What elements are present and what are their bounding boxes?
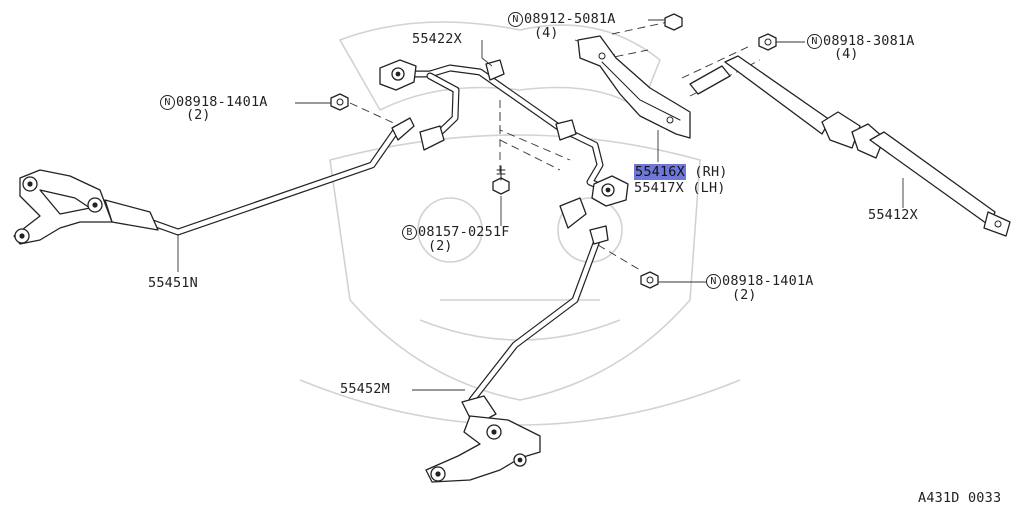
diagram-code: A431D 0033 — [918, 490, 1002, 506]
leader-lines — [177, 19, 904, 391]
nut-08918-3081A — [758, 33, 777, 51]
label-55417X: 55417X (LH) — [634, 180, 726, 196]
n-prefix-badge: N — [508, 12, 523, 27]
callout-quantity: (4) — [834, 46, 859, 62]
nut-08918-1401A-left — [330, 93, 349, 111]
watermark-emblem — [299, 21, 741, 426]
label-55416X: 55416X (RH) — [634, 164, 728, 180]
highlighted-part-55416X[interactable]: 55416X — [634, 164, 686, 180]
part-55452M-link — [425, 197, 609, 483]
part-55412X-shock-absorber — [689, 55, 1011, 237]
nut-08918-1401A-right — [640, 271, 659, 289]
label-55451N: 55451N — [148, 275, 198, 291]
callout-quantity: (2) — [732, 287, 757, 303]
callout-part-number: 08918-1401A — [722, 273, 814, 289]
n-prefix-badge: N — [807, 34, 822, 49]
part-55451N-link — [13, 117, 415, 245]
callout-quantity: (2) — [428, 238, 453, 254]
callout-part-number: 08918-1401A — [176, 94, 268, 110]
callout-part-number: 08918-3081A — [823, 33, 915, 49]
nut-08912-5081A — [664, 13, 683, 31]
callout-part-number: 08157-0251F — [418, 224, 510, 240]
n-prefix-badge: N — [706, 274, 721, 289]
b-prefix-badge: B — [402, 225, 417, 240]
callout-quantity: (2) — [186, 107, 211, 123]
part-55416X-bracket — [577, 35, 691, 139]
callout-part-number: 08912-5081A — [524, 11, 616, 27]
label-55452M: 55452M — [340, 381, 390, 397]
label-55422X: 55422X — [412, 31, 462, 47]
bolt-08157-0251F — [492, 165, 510, 195]
label-55412X: 55412X — [868, 207, 918, 223]
n-prefix-badge: N — [160, 95, 175, 110]
callout-quantity: (4) — [534, 25, 559, 41]
side-rh: (RH) — [694, 164, 728, 180]
